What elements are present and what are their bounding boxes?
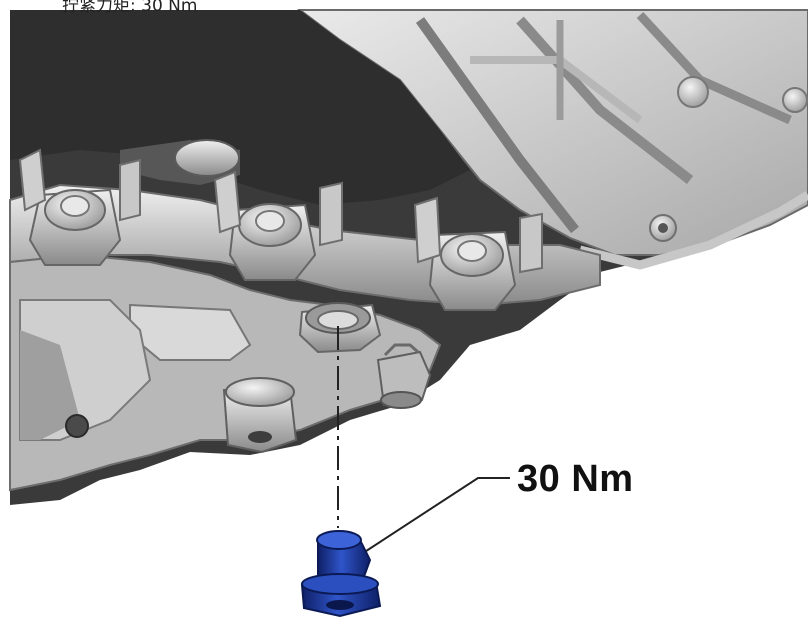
drain-hole [298, 302, 382, 354]
lower-connector [376, 343, 432, 409]
bolt-boss-middle [213, 170, 343, 281]
transmission-housing-icon [9, 9, 808, 505]
lower-boss-left [222, 377, 298, 454]
top-caption: 拧紧力矩: 30 Nm [62, 0, 198, 16]
bolt-boss-left [18, 148, 141, 266]
drain-plug-icon [300, 530, 382, 618]
torque-label: 30 Nm [517, 458, 634, 500]
bolt-boss-right [413, 196, 543, 311]
leader-line-icon [359, 477, 510, 556]
